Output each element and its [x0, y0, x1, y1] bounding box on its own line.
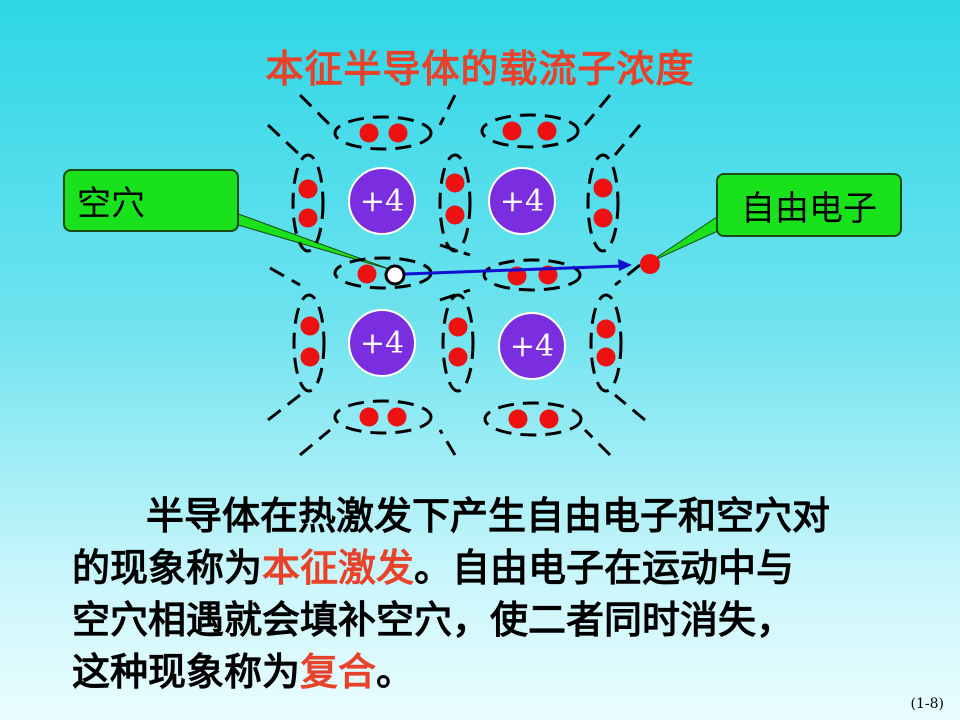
electron — [359, 123, 379, 143]
text-line-3: 空穴相遇就会填补空穴，使二者同时消失， — [72, 598, 795, 642]
intrinsic-excitation-term: 本征激发 — [262, 546, 415, 590]
electron — [388, 123, 408, 143]
hole-callout-label: 空穴 — [77, 184, 145, 224]
hole-callout: 空穴 — [63, 169, 239, 232]
electron — [593, 208, 613, 228]
electron — [537, 121, 557, 141]
electron — [596, 319, 616, 339]
explanation-text: 半导体在热激发下产生自由电子和空穴对 的现象称为本征激发。自由电子在运动中与 空… — [72, 490, 932, 698]
slide-title: 本征半导体的载流子浓度 — [265, 47, 695, 91]
nucleus-label: +4 — [500, 184, 544, 219]
electron — [596, 347, 616, 367]
nucleus-label: +4 — [360, 326, 404, 361]
free-electron — [640, 254, 660, 274]
electron — [357, 264, 377, 284]
nucleus-label: +4 — [360, 184, 404, 219]
electron — [448, 347, 468, 367]
nucleus — [498, 312, 566, 380]
nucleus — [348, 309, 416, 377]
text-line-4: 这种现象称为复合。 — [72, 650, 415, 694]
nucleus — [488, 167, 556, 235]
electron — [298, 179, 318, 199]
electron — [539, 409, 559, 429]
electron — [387, 407, 407, 427]
text-line-1: 半导体在热激发下产生自由电子和空穴对 — [146, 494, 831, 538]
electron — [508, 409, 528, 429]
electron — [445, 205, 465, 225]
electron — [448, 317, 468, 337]
free-electron-callout: 自由电子 — [716, 173, 902, 237]
electron — [359, 407, 379, 427]
electron — [300, 316, 320, 336]
nucleus-label: +4 — [510, 329, 554, 364]
page-number: (1-8) — [910, 696, 944, 712]
electron — [502, 121, 522, 141]
arrow-head — [618, 259, 632, 271]
electron-motion-arrow — [404, 264, 623, 276]
hole — [384, 264, 406, 286]
electron — [445, 173, 465, 193]
text-line-2: 的现象称为本征激发。自由电子在运动中与 — [72, 546, 795, 590]
free-electron-callout-label: 自由电子 — [741, 188, 877, 229]
recombination-term: 复合 — [300, 650, 377, 694]
electron — [298, 208, 318, 228]
electron — [300, 347, 320, 367]
nucleus — [348, 167, 416, 235]
electron — [593, 178, 613, 198]
